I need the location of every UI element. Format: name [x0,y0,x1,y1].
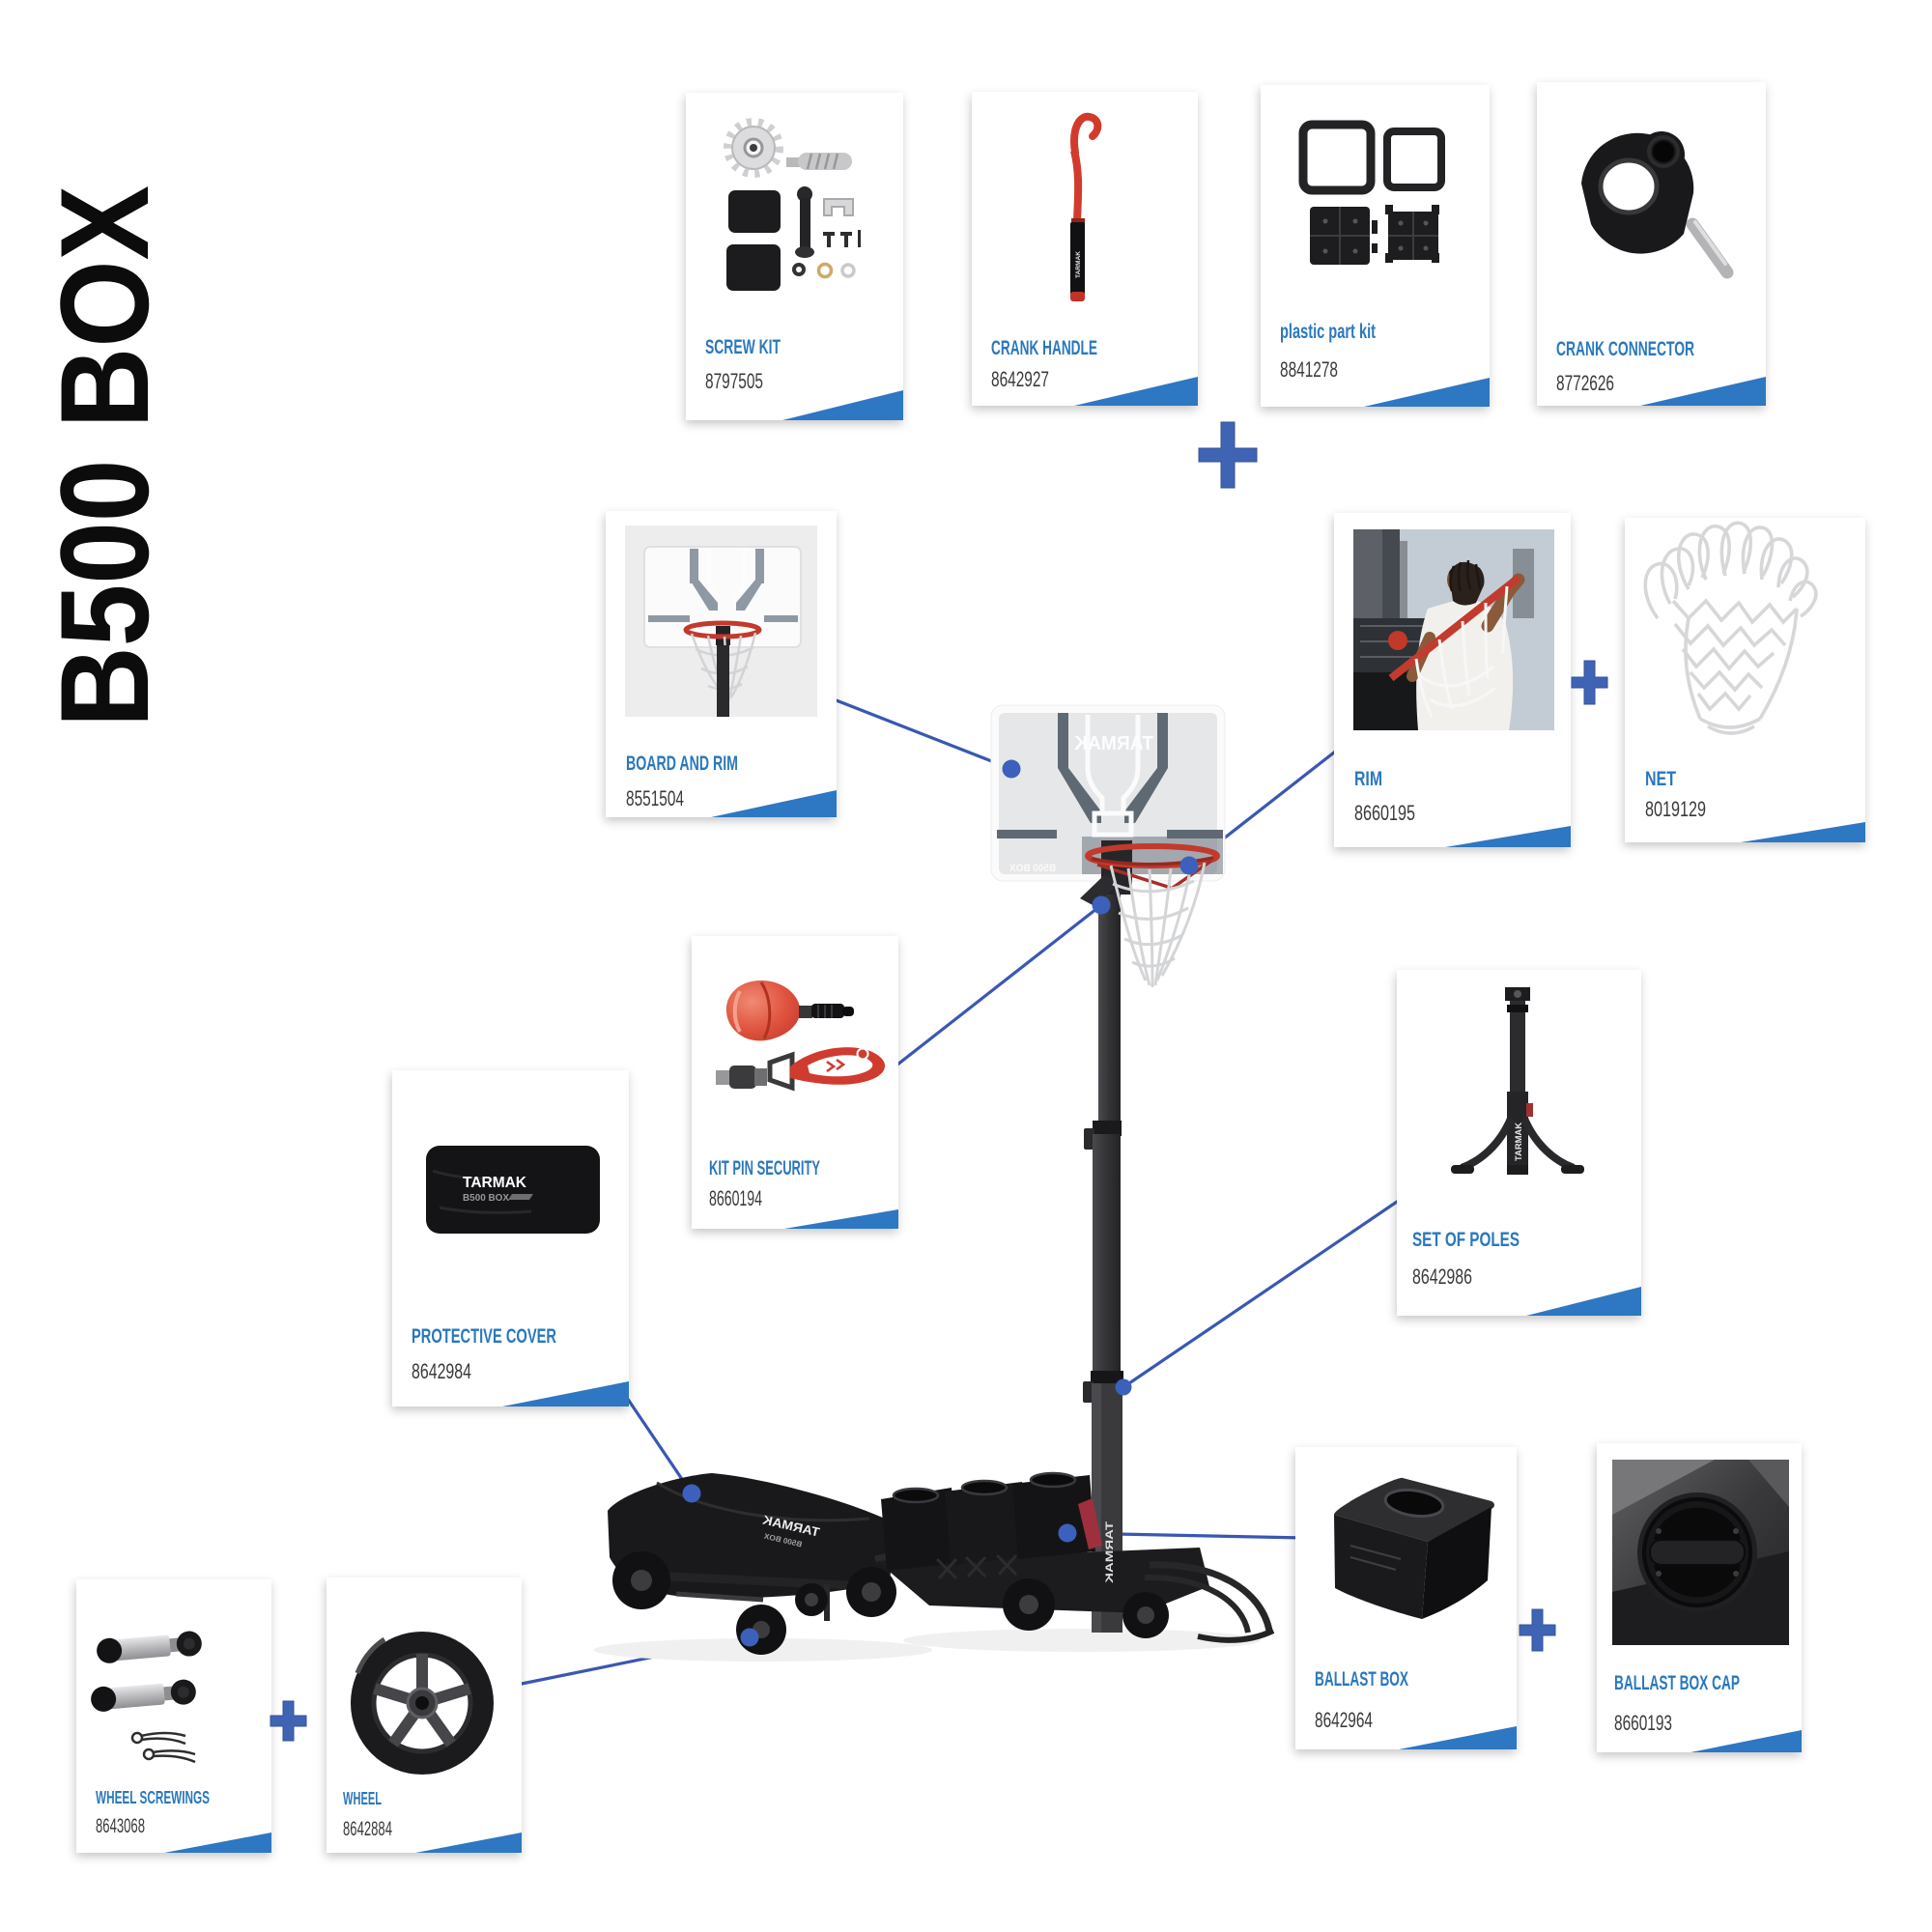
svg-text:8551504: 8551504 [626,786,684,810]
svg-text:KIT PIN SECURITY: KIT PIN SECURITY [709,1157,820,1179]
svg-text:8660195: 8660195 [1354,801,1415,825]
svg-text:8642964: 8642964 [1315,1708,1373,1732]
svg-text:8643068: 8643068 [96,1815,145,1837]
svg-text:8797505: 8797505 [705,369,763,393]
svg-text:CRANK HANDLE: CRANK HANDLE [991,337,1097,359]
svg-text:RIM: RIM [1354,768,1382,790]
svg-text:BALLAST BOX: BALLAST BOX [1315,1668,1408,1690]
svg-text:B500 BOX: B500 BOX [463,1193,509,1204]
svg-text:TARMAK: TARMAK [463,1175,526,1191]
svg-text:8660194: 8660194 [709,1186,762,1210]
svg-text:8772626: 8772626 [1556,371,1614,395]
svg-text:8642984: 8642984 [412,1359,471,1383]
svg-text:WHEEL: WHEEL [343,1789,382,1808]
svg-text:TARMAK: TARMAK [1073,733,1153,754]
svg-text:plastic part kit: plastic part kit [1280,321,1376,343]
svg-text:CRANK CONNECTOR: CRANK CONNECTOR [1556,338,1694,360]
svg-text:SET OF POLES: SET OF POLES [1412,1229,1520,1251]
svg-text:8642927: 8642927 [991,367,1049,391]
svg-text:TARMAK: TARMAK [1514,1122,1523,1161]
svg-text:TARMAK: TARMAK [1075,251,1082,278]
svg-text:BOARD AND RIM: BOARD AND RIM [626,753,738,775]
svg-text:TARMAK: TARMAK [1104,1521,1116,1583]
svg-text:PROTECTIVE COVER: PROTECTIVE COVER [412,1325,556,1348]
svg-text:B500 BOX: B500 BOX [34,185,175,727]
svg-text:8642986: 8642986 [1412,1264,1472,1289]
svg-text:SCREW KIT: SCREW KIT [705,336,781,358]
svg-text:BALLAST BOX CAP: BALLAST BOX CAP [1614,1672,1740,1694]
svg-text:8660193: 8660193 [1614,1711,1672,1735]
svg-text:B500 BOX: B500 BOX [1009,863,1056,874]
svg-text:8841278: 8841278 [1280,357,1338,382]
svg-text:8642884: 8642884 [343,1818,392,1840]
svg-text:NET: NET [1645,768,1676,790]
svg-text:WHEEL SCREWINGS: WHEEL SCREWINGS [96,1788,210,1807]
svg-text:8019129: 8019129 [1645,797,1706,821]
